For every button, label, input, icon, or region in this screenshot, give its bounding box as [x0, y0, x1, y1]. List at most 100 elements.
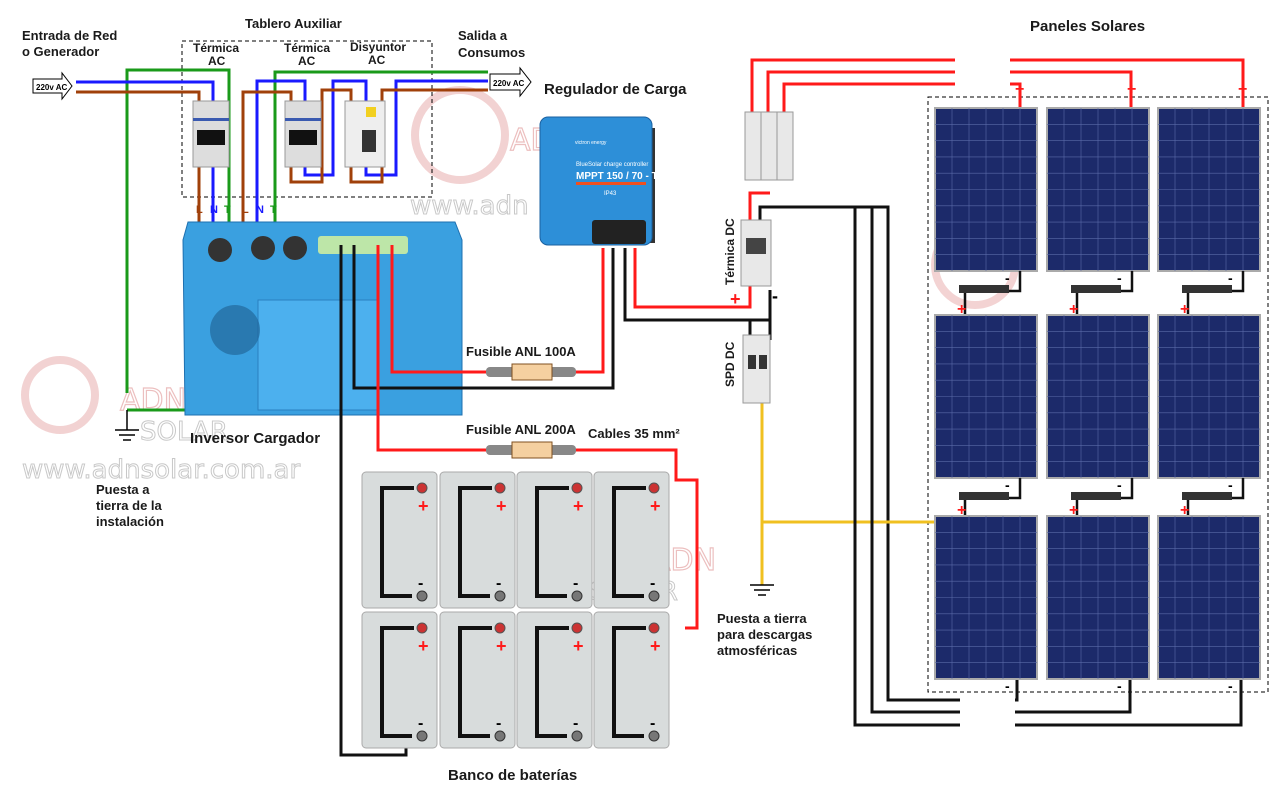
charge-controller: victron energy BlueSolar charge controll… — [539, 116, 661, 246]
ac-breaker-1 — [192, 100, 230, 168]
ground-install-label: instalación — [96, 514, 164, 529]
ac-breaker-2 — [284, 100, 322, 168]
minus-sign: - — [1117, 270, 1122, 286]
minus-sign: - — [418, 575, 423, 592]
battery: +- — [593, 471, 670, 609]
svg-text:MPPT 150 / 70 - Tr: MPPT 150 / 70 - Tr — [576, 171, 661, 182]
svg-text:220v AC: 220v AC — [36, 83, 68, 92]
fuse-anl-200a — [486, 441, 576, 459]
rcd-breaker — [344, 100, 386, 168]
inverter-charger — [182, 221, 463, 416]
rcd-label: AC — [368, 53, 386, 67]
dc-breaker — [740, 219, 772, 287]
svg-text:220v AC: 220v AC — [493, 79, 525, 88]
solar-panels-label: Paneles Solares — [1030, 18, 1145, 35]
svg-text:SOLAR: SOLAR — [140, 417, 228, 447]
plus-sign: + — [1180, 301, 1189, 318]
fuse-200-label: Fusible ANL 200A — [466, 422, 576, 437]
lnt-label: N — [210, 204, 218, 216]
rcd-label: Disyuntor — [350, 40, 406, 54]
minus-sign: - — [650, 715, 655, 732]
solar-panel: -+ — [934, 301, 1038, 522]
lnt-label: T — [270, 204, 277, 216]
lnt-label: T — [224, 204, 231, 216]
ground-install-label: tierra de la — [96, 498, 163, 513]
plus-sign: + — [496, 636, 507, 656]
battery: +- — [361, 471, 438, 609]
solar-panel: -+ — [1157, 81, 1261, 315]
breaker1-label: AC — [208, 54, 226, 68]
battery: +- — [516, 471, 593, 609]
solar-panel: -+ — [1046, 502, 1150, 694]
battery: +- — [361, 611, 438, 749]
plus-sign: + — [650, 636, 661, 656]
breaker2-label: AC — [298, 54, 316, 68]
plus-sign: + — [1069, 301, 1078, 318]
dc-minus-sign: - — [772, 286, 778, 306]
lnt-label: N — [256, 204, 264, 216]
ac-output-arrow: 220v AC — [489, 66, 532, 98]
battery: +- — [439, 471, 516, 609]
plus-sign: + — [957, 502, 966, 519]
plus-sign: + — [1015, 81, 1024, 98]
svg-text:victron energy: victron energy — [575, 140, 607, 146]
plus-sign: + — [496, 496, 507, 516]
solar-panel: -+ — [1157, 301, 1261, 522]
svg-text:ADN: ADN — [120, 383, 186, 418]
minus-sign: - — [573, 575, 578, 592]
battery: +- — [516, 611, 593, 749]
svg-text:www.adnsolar.com.ar: www.adnsolar.com.ar — [22, 455, 300, 485]
spd-dc — [742, 334, 771, 404]
output-label: Salida a — [458, 28, 508, 43]
solar-panel: -+ — [934, 81, 1038, 315]
battery: +- — [593, 611, 670, 749]
solar-panel: -+ — [1046, 81, 1150, 315]
minus-sign: - — [1228, 477, 1233, 493]
minus-sign: - — [1228, 270, 1233, 286]
ground-lightning-label: Puesta a tierra — [717, 611, 807, 626]
minus-sign: - — [573, 715, 578, 732]
ground-lightning-label: para descargas — [717, 627, 812, 642]
charge-controller-label: Regulador de Carga — [544, 81, 687, 98]
pv-fuse-holders — [744, 111, 794, 181]
svg-text:www.adn: www.adn — [410, 191, 529, 221]
svg-text:IP43: IP43 — [604, 191, 617, 197]
solar-panels: -+-+-+-+-+-+-+-+-+ — [934, 81, 1261, 694]
plus-sign: + — [1069, 502, 1078, 519]
plus-sign: + — [650, 496, 661, 516]
solar-panel: -+ — [934, 502, 1038, 694]
grid-input-label: Entrada de Red — [22, 28, 117, 43]
minus-sign: - — [1228, 678, 1233, 694]
minus-sign: - — [496, 575, 501, 592]
ground-icon — [750, 584, 774, 596]
plus-sign: + — [1127, 81, 1136, 98]
minus-sign: - — [1117, 678, 1122, 694]
inverter-label: Inversor Cargador — [190, 430, 320, 447]
grid-input-label: o Generador — [22, 44, 99, 59]
output-label: Consumos — [458, 45, 525, 60]
ground-install-label: Puesta a — [96, 482, 150, 497]
plus-sign: + — [957, 301, 966, 318]
plus-sign: + — [418, 496, 429, 516]
minus-sign: - — [650, 575, 655, 592]
minus-sign: - — [496, 715, 501, 732]
battery-bank: +-+-+-+-+-+-+-+- — [361, 471, 670, 749]
lnt-label: L — [196, 204, 203, 216]
fuse-anl-100a — [486, 363, 576, 381]
ac-input-arrow: 220v AC — [32, 71, 73, 101]
cables-label: Cables 35 mm² — [588, 426, 680, 441]
plus-sign: + — [1180, 502, 1189, 519]
plus-sign: + — [573, 496, 584, 516]
ground-lightning-label: atmosféricas — [717, 643, 797, 658]
lnt-label: L — [242, 204, 249, 216]
solar-panel: -+ — [1046, 301, 1150, 522]
plus-sign: + — [418, 636, 429, 656]
dc-breaker-label: Térmica DC — [723, 218, 737, 285]
minus-sign: - — [1005, 477, 1010, 493]
battery-bank-label: Banco de baterías — [448, 767, 577, 784]
ground-icon — [115, 410, 139, 441]
solar-panel: -+ — [1157, 502, 1261, 694]
minus-sign: - — [1005, 270, 1010, 286]
